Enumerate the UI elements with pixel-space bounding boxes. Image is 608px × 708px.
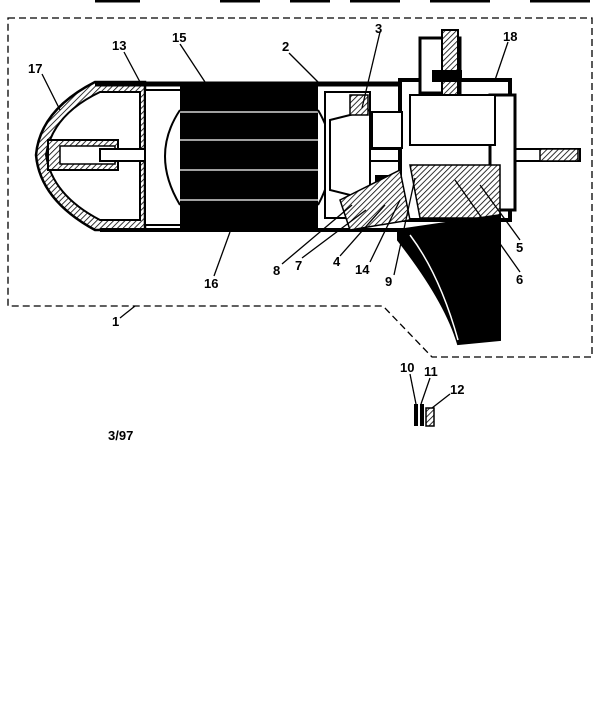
part-label-2: 2 — [282, 39, 289, 54]
part-label-17: 17 — [28, 61, 42, 76]
part-label-6: 6 — [516, 272, 523, 287]
part-label-13: 13 — [112, 38, 126, 53]
shaft-spline — [539, 148, 579, 162]
part-labels: 17 13 15 2 3 18 16 8 7 4 14 9 5 6 1 10 1… — [28, 21, 523, 443]
part-label-9: 9 — [385, 274, 392, 289]
leader-lines — [41, 31, 521, 409]
part-label-14: 14 — [355, 262, 370, 277]
assembly-boundary — [7, 17, 593, 358]
part-label-8: 8 — [273, 263, 280, 278]
commutator — [324, 91, 371, 219]
end-cap — [34, 80, 147, 232]
revision-code: 3/97 — [108, 428, 133, 443]
part-label-18: 18 — [503, 29, 517, 44]
part-label-11: 11 — [424, 364, 438, 379]
part-label-5: 5 — [516, 240, 523, 255]
part-label-7: 7 — [295, 258, 302, 273]
armature-stack — [164, 86, 333, 230]
part-label-3: 3 — [375, 21, 382, 36]
part-label-15: 15 — [172, 30, 186, 45]
part-label-16: 16 — [204, 276, 218, 291]
part-label-10: 10 — [400, 360, 414, 375]
part-label-12: 12 — [450, 382, 464, 397]
terminal-hardware — [414, 404, 435, 427]
part-label-4: 4 — [333, 254, 341, 269]
part-label-1: 1 — [112, 314, 119, 329]
mounting-flange-edge — [409, 234, 459, 341]
mounting-flange — [397, 213, 501, 346]
